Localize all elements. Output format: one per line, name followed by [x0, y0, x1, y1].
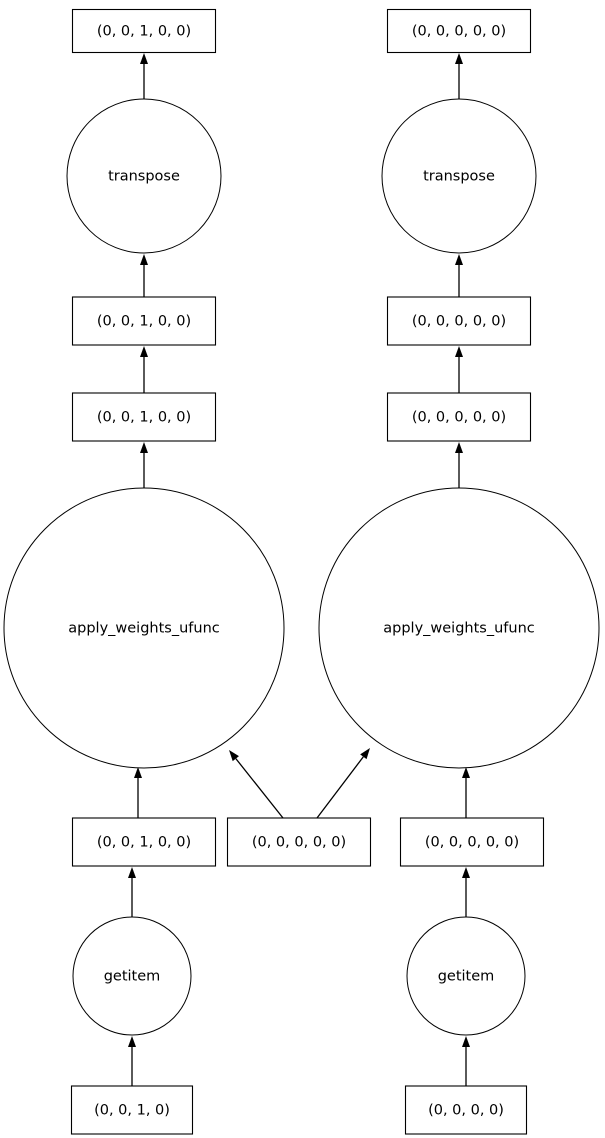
graph-node-in_right[interactable]: (0, 0, 0, 0, 0) — [399, 817, 545, 867]
edge-arrowhead — [455, 346, 463, 357]
edge-arrowhead — [140, 346, 148, 357]
edge-arrowhead — [128, 1036, 136, 1047]
node-circle[interactable] — [3, 487, 285, 769]
graph-edge — [455, 53, 463, 99]
graph-edge — [140, 346, 148, 393]
graph-edge — [140, 53, 148, 99]
edge-arrowhead — [455, 442, 463, 453]
edge-arrowhead — [229, 750, 239, 762]
graph-edge — [140, 254, 148, 297]
edge-line — [235, 758, 284, 819]
graph-edge — [128, 1036, 136, 1086]
graph-edge — [316, 748, 370, 819]
node-rect[interactable] — [71, 392, 217, 442]
graph-node-src_right[interactable]: (0, 0, 0, 0) — [404, 1085, 528, 1135]
node-rect[interactable] — [70, 1085, 194, 1135]
node-rect[interactable] — [386, 296, 532, 346]
edge-arrowhead — [455, 254, 463, 265]
graph-node-out_right[interactable]: (0, 0, 0, 0, 0) — [386, 8, 532, 54]
edge-arrowhead — [462, 867, 470, 878]
edge-arrowhead — [140, 442, 148, 453]
graph-node-in_center[interactable]: (0, 0, 0, 0, 0) — [226, 817, 372, 867]
graph-node-getitem_left[interactable]: getitem — [72, 916, 192, 1036]
node-rect[interactable] — [71, 817, 217, 867]
node-rect[interactable] — [71, 8, 217, 54]
edge-arrowhead — [134, 767, 142, 778]
node-rect[interactable] — [399, 817, 545, 867]
edge-arrowhead — [128, 867, 136, 878]
graph-edge — [128, 867, 136, 917]
node-circle[interactable] — [406, 916, 526, 1036]
edge-arrowhead — [360, 748, 370, 760]
edge-line — [316, 756, 364, 819]
graph-node-src_left[interactable]: (0, 0, 1, 0) — [70, 1085, 194, 1135]
graph-node-mid_a_left[interactable]: (0, 0, 1, 0, 0) — [71, 296, 217, 346]
node-rect[interactable] — [386, 8, 532, 54]
edge-arrowhead — [140, 53, 148, 64]
graph-edge — [455, 442, 463, 488]
graph-node-mid_b_right[interactable]: (0, 0, 0, 0, 0) — [386, 392, 532, 442]
graph-edge — [455, 254, 463, 297]
node-circle[interactable] — [72, 916, 192, 1036]
edge-arrowhead — [462, 767, 470, 778]
graph-edge — [229, 750, 284, 819]
graph-edge — [455, 346, 463, 393]
graph-node-ufunc_left[interactable]: apply_weights_ufunc — [3, 487, 285, 769]
edge-arrowhead — [462, 1036, 470, 1047]
graph-node-transpose_left[interactable]: transpose — [66, 98, 222, 254]
node-rect[interactable] — [226, 817, 372, 867]
node-rect[interactable] — [386, 392, 532, 442]
node-circle[interactable] — [66, 98, 222, 254]
graph-node-transpose_right[interactable]: transpose — [381, 98, 537, 254]
graph-node-out_left[interactable]: (0, 0, 1, 0, 0) — [71, 8, 217, 54]
graph-edge — [462, 867, 470, 917]
graph-node-mid_a_right[interactable]: (0, 0, 0, 0, 0) — [386, 296, 532, 346]
graph-node-in_left[interactable]: (0, 0, 1, 0, 0) — [71, 817, 217, 867]
graph-edge — [462, 1036, 470, 1086]
graph-edge — [140, 442, 148, 488]
node-circle[interactable] — [381, 98, 537, 254]
edge-arrowhead — [455, 53, 463, 64]
graph-edge — [134, 767, 142, 818]
edge-layer — [128, 53, 470, 1086]
node-circle[interactable] — [318, 487, 600, 769]
graph-edge — [462, 767, 470, 818]
graph-node-ufunc_right[interactable]: apply_weights_ufunc — [318, 487, 600, 769]
graph-node-getitem_right[interactable]: getitem — [406, 916, 526, 1036]
edge-arrowhead — [140, 254, 148, 265]
graph-node-mid_b_left[interactable]: (0, 0, 1, 0, 0) — [71, 392, 217, 442]
node-rect[interactable] — [71, 296, 217, 346]
node-rect[interactable] — [404, 1085, 528, 1135]
